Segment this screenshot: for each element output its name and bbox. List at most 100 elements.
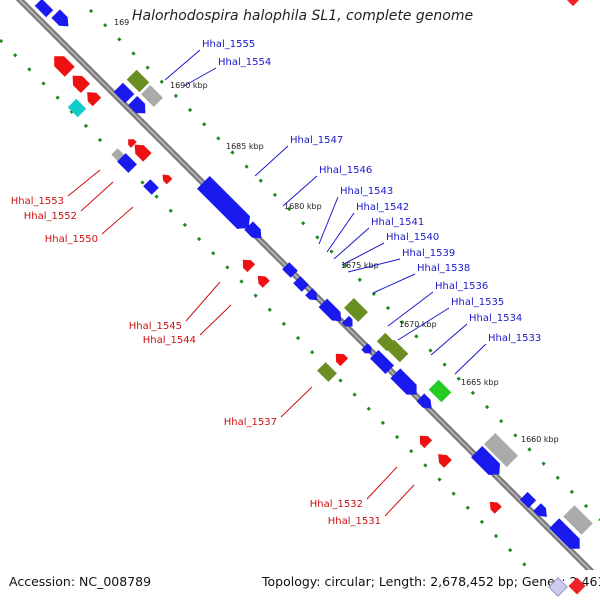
label-leader-line — [347, 258, 401, 273]
gene-feature[interactable] — [335, 353, 349, 367]
label-leader-line — [199, 304, 232, 336]
label-leader-line — [372, 273, 416, 294]
gene-feature[interactable] — [143, 179, 159, 195]
scale-tick-label: 1685 kbp — [226, 142, 264, 151]
gene-feature[interactable] — [385, 339, 409, 363]
gene-feature[interactable] — [117, 153, 137, 173]
label-leader-line — [67, 169, 101, 197]
gene-label[interactable]: Hhal_1539 — [402, 248, 455, 259]
label-leader-line — [384, 484, 415, 517]
gene-feature[interactable] — [533, 503, 547, 517]
scale-tick-label: 1690 kbp — [170, 81, 208, 90]
scale-tick-label: 169 — [114, 18, 129, 27]
label-leader-line — [318, 196, 339, 245]
gene-feature[interactable] — [134, 144, 152, 162]
gene-feature[interactable] — [72, 75, 90, 93]
map-title: Halorhodospira halophila SL1, complete g… — [132, 8, 474, 24]
gene-label[interactable]: Hhal_1554 — [218, 57, 271, 68]
gene-feature[interactable] — [317, 362, 337, 382]
gene-feature[interactable] — [318, 298, 342, 322]
gene-label[interactable]: Hhal_1546 — [319, 165, 372, 176]
gene-feature[interactable] — [361, 343, 372, 354]
gene-label[interactable]: Hhal_1547 — [290, 135, 343, 146]
outer-dotted-track — [88, 8, 600, 522]
gene-feature[interactable] — [305, 288, 318, 301]
label-leader-line — [326, 212, 355, 253]
gene-label[interactable]: Hhal_1537 — [224, 417, 277, 428]
gene-label[interactable]: Hhal_1541 — [371, 217, 424, 228]
gene-feature[interactable] — [242, 259, 256, 273]
gene-feature[interactable] — [162, 174, 173, 185]
gene-feature[interactable] — [549, 518, 580, 549]
gene-feature[interactable] — [419, 435, 433, 449]
label-leader-line — [366, 466, 398, 500]
gene-feature[interactable] — [293, 276, 309, 292]
gene-feature[interactable] — [126, 69, 150, 93]
gene-feature[interactable] — [519, 491, 537, 509]
scale-tick-label: 1665 kbp — [461, 378, 499, 387]
gene-label[interactable]: Hhal_1533 — [488, 333, 541, 344]
gene-feature[interactable] — [484, 433, 518, 467]
gene-label[interactable]: Hhal_1538 — [417, 263, 470, 274]
gene-label[interactable]: Hhal_1544 — [143, 335, 196, 346]
gene-feature[interactable] — [128, 96, 146, 114]
gene-feature[interactable] — [563, 505, 593, 535]
gene-labels: Hhal_1555Hhal_1554Hhal_1547Hhal_1546Hhal… — [11, 39, 541, 527]
gene-feature[interactable] — [282, 262, 298, 278]
gene-feature[interactable] — [489, 501, 502, 514]
gene-feature[interactable] — [428, 379, 452, 403]
topology-text: Topology: circular; Length: 2,678,452 bp… — [262, 574, 600, 589]
gene-feature[interactable] — [341, 315, 353, 327]
gene-feature[interactable] — [197, 176, 250, 229]
scale-ticks: 169 1690 kbp 1685 kbp 1680 kbp 1675 kbp 1670 … — [114, 18, 559, 444]
label-leader-line — [183, 67, 217, 87]
gene-label[interactable]: Hhal_1543 — [340, 186, 393, 197]
label-leader-line — [397, 307, 450, 341]
gene-label[interactable]: Hhal_1550 — [45, 234, 98, 245]
gene-feature[interactable] — [344, 298, 368, 322]
gene-label[interactable]: Hhal_1534 — [469, 313, 522, 324]
label-leader-line — [333, 227, 370, 260]
scale-tick-label: 1680 kbp — [284, 202, 322, 211]
gene-feature[interactable] — [390, 368, 417, 395]
gene-label[interactable]: Hhal_1553 — [11, 196, 64, 207]
gene-label[interactable]: Hhal_1535 — [451, 297, 504, 308]
label-leader-line — [101, 206, 134, 235]
label-leader-line — [254, 145, 289, 177]
label-leader-line — [387, 291, 434, 327]
gene-label[interactable]: Hhal_1531 — [328, 516, 381, 527]
gene-feature[interactable] — [87, 92, 102, 107]
gene-label[interactable]: Hhal_1542 — [356, 202, 409, 213]
gene-feature[interactable] — [416, 393, 432, 409]
gene-label[interactable]: Hhal_1540 — [386, 232, 439, 243]
gene-label[interactable]: Hhal_1545 — [129, 321, 182, 332]
gene-features — [34, 0, 593, 549]
gene-label[interactable]: Hhal_1552 — [24, 211, 77, 222]
gene-feature[interactable] — [244, 221, 262, 239]
gene-feature[interactable] — [67, 98, 87, 118]
gene-feature[interactable] — [438, 454, 452, 468]
gene-feature[interactable] — [370, 350, 394, 374]
gene-label[interactable]: Hhal_1532 — [310, 499, 363, 510]
gene-feature[interactable] — [141, 85, 163, 107]
label-leader-line — [280, 386, 313, 418]
label-leader-line — [341, 242, 385, 266]
gene-feature[interactable] — [113, 82, 135, 104]
gene-label[interactable]: Hhal_1536 — [435, 281, 488, 292]
label-leader-line — [430, 323, 468, 356]
gene-feature[interactable] — [51, 9, 69, 27]
gene-label[interactable]: Hhal_1555 — [202, 39, 255, 50]
scale-tick-label: 1670 kbp — [399, 320, 437, 329]
label-leader-line — [80, 181, 114, 212]
accession-text: Accession: NC_008789 — [9, 574, 152, 589]
scale-tick-label: 1675 kbp — [341, 261, 379, 270]
gene-feature[interactable] — [34, 0, 54, 18]
gene-feature[interactable] — [54, 56, 75, 77]
label-leader-line — [454, 343, 487, 375]
scale-tick-label: 1660 kbp — [521, 435, 559, 444]
gene-feature[interactable] — [128, 139, 137, 148]
gene-feature[interactable] — [471, 446, 500, 475]
gene-feature[interactable] — [257, 275, 270, 288]
